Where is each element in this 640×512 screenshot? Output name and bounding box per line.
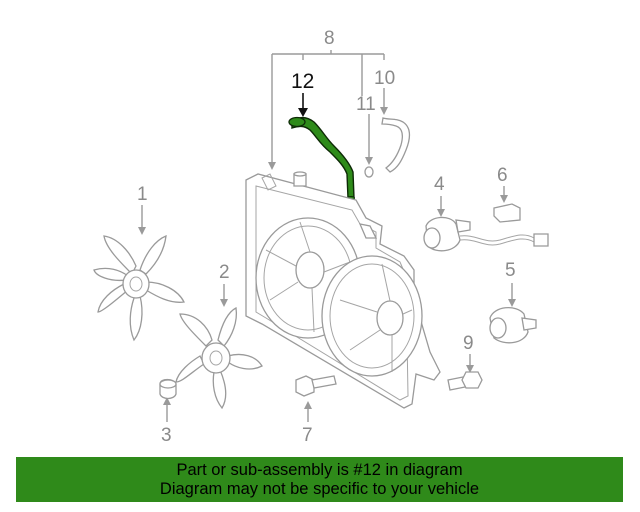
svg-text:2: 2 — [219, 262, 230, 283]
parts-diagram: 8 10 11 12 — [93, 28, 549, 446]
svg-text:11: 11 — [356, 94, 376, 115]
callout-2: 2 — [219, 262, 230, 307]
highlighted-hose-12 — [288, 116, 355, 200]
svg-text:6: 6 — [497, 165, 508, 186]
callout-6: 6 — [493, 165, 521, 223]
svg-text:10: 10 — [374, 68, 395, 89]
svg-text:3: 3 — [161, 425, 172, 446]
svg-text:4: 4 — [434, 174, 445, 195]
callout-1: 1 — [137, 184, 148, 235]
fan-shroud — [245, 171, 441, 409]
callout-10: 10 — [374, 68, 395, 115]
callout-8: 8 — [324, 28, 335, 49]
callout-8-bracket: 8 — [268, 28, 385, 170]
svg-text:1: 1 — [137, 184, 148, 205]
callout-9: 9 — [447, 333, 483, 391]
svg-text:5: 5 — [505, 260, 516, 281]
banner-line-2: Diagram may not be specific to your vehi… — [159, 480, 480, 498]
info-banner: Part or sub-assembly is #12 in diagram D… — [16, 457, 623, 502]
fan-blade-2 — [175, 307, 263, 410]
banner-line-1: Part or sub-assembly is #12 in diagram — [176, 461, 463, 479]
svg-text:12: 12 — [291, 70, 314, 93]
callout-7: 7 — [295, 375, 337, 446]
callout-3: 3 — [159, 378, 177, 446]
callout-5: 5 — [489, 260, 537, 344]
hose-10 — [381, 117, 411, 173]
callout-4: 4 — [423, 174, 549, 252]
fan-blade-1 — [93, 234, 185, 342]
svg-text:7: 7 — [302, 425, 313, 446]
callout-11: 11 — [356, 94, 376, 178]
svg-text:9: 9 — [463, 333, 474, 354]
callout-12: 12 — [291, 70, 314, 117]
